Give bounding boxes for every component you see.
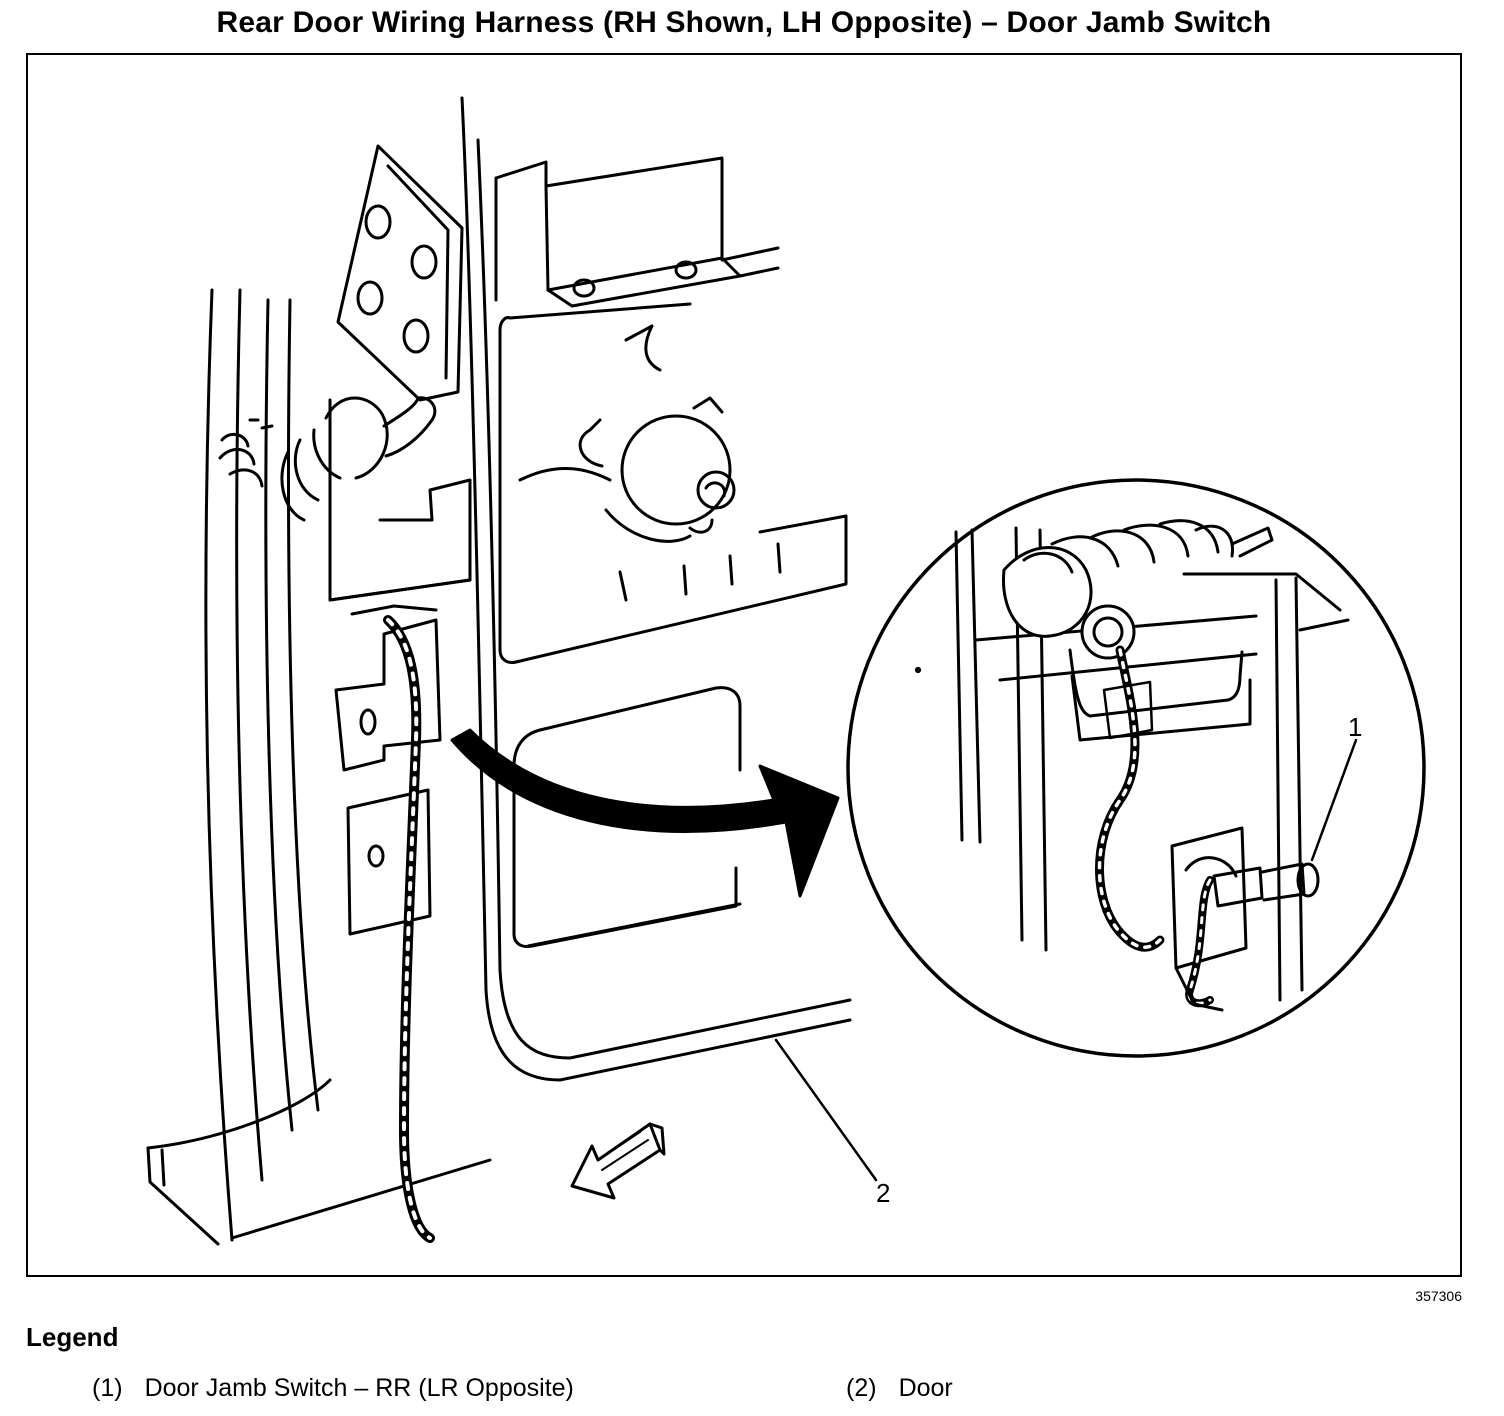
callout-1-label: 1	[1348, 712, 1362, 742]
figure-id: 357306	[1415, 1288, 1462, 1304]
callout-2-label: 2	[876, 1178, 890, 1208]
wiring-harness	[383, 615, 435, 1243]
hinge-plate	[336, 144, 464, 402]
legend-item-number: (1)	[92, 1374, 123, 1402]
legend-heading: Legend	[26, 1322, 119, 1352]
pillar-brackets	[334, 604, 442, 936]
door-upper-cutout	[498, 302, 848, 664]
legend-item: (2) Door	[846, 1374, 953, 1403]
door-latch	[578, 396, 782, 602]
door-lower-cutout	[512, 686, 742, 948]
harness-grommet	[218, 396, 437, 522]
callout-arrow	[450, 728, 840, 898]
door-upper-mount	[494, 156, 780, 308]
legend-item-text: Door Jamb Switch – RR (LR Opposite)	[144, 1374, 574, 1402]
callout-1-leader	[1310, 738, 1358, 862]
figure-title: Rear Door Wiring Harness (RH Shown, LH O…	[216, 6, 1272, 39]
body-pillar	[146, 288, 492, 1246]
legend-item: (1) Door Jamb Switch – RR (LR Opposite)	[92, 1374, 574, 1403]
legend-item-text: Door	[898, 1374, 953, 1402]
figure-frame	[26, 53, 1462, 1277]
legend-item-number: (2)	[846, 1374, 877, 1402]
forward-arrow-icon	[570, 1122, 666, 1200]
callout-2-leader	[774, 1038, 878, 1182]
inset-marker-dot	[914, 666, 922, 674]
wiring-harness-illustration: 2	[146, 96, 1426, 1246]
door-panel	[328, 96, 852, 1082]
inset-detail	[846, 478, 1426, 1058]
